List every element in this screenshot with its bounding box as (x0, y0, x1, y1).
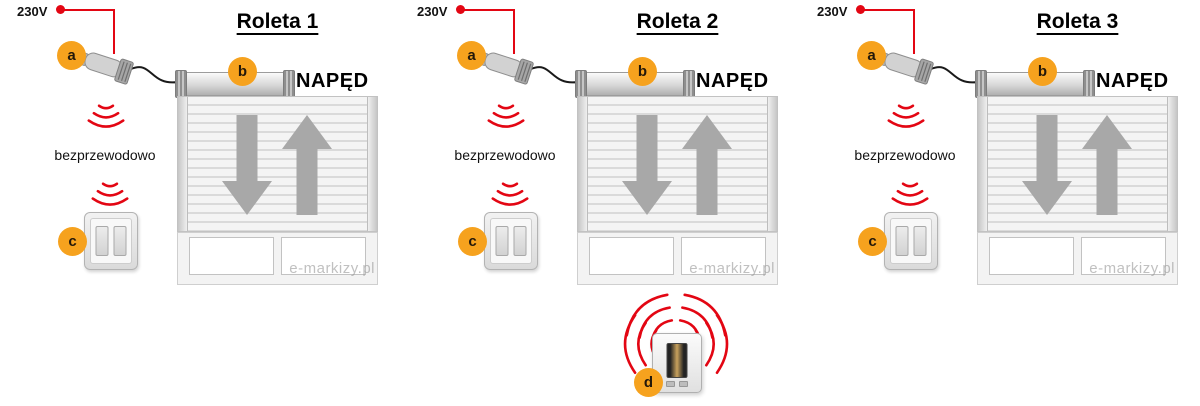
guide-rail-left (978, 97, 988, 231)
guide-rail-left (578, 97, 588, 231)
wireless-signal-down-icon (491, 182, 529, 206)
shutter-curtain (177, 96, 378, 232)
watermark: e-markizy.pl (1089, 260, 1175, 277)
panel-roleta-3: 230V Roleta 3 a bezprzewodowo c (800, 0, 1200, 401)
drive-label: NAPĘD (1096, 70, 1169, 92)
marker-b: b (628, 57, 657, 86)
shutter-curtain (577, 96, 778, 232)
power-wire (860, 9, 915, 54)
switch-key (913, 226, 927, 256)
marker-a: a (457, 41, 486, 70)
voltage-label: 230V (17, 4, 48, 19)
switch-key (513, 226, 527, 256)
wireless-signal-down-icon (487, 104, 525, 128)
marker-d: d (634, 368, 663, 397)
wall-switch-device (884, 212, 938, 270)
wireless-signal-down-icon (891, 182, 929, 206)
wireless-signal-down-icon (87, 104, 125, 128)
wall-switch-device (484, 212, 538, 270)
switch-key (113, 226, 127, 256)
remote-button (679, 381, 688, 387)
guide-rail-right (367, 97, 377, 231)
panel-title: Roleta 1 (236, 10, 319, 33)
roller-shutter-window: NAPĘD b e-markizy.pl (175, 57, 380, 287)
remote-button (666, 381, 675, 387)
tube-bracket-right (283, 70, 295, 98)
power-wiring-graphic (460, 9, 579, 85)
motor-wire (130, 66, 179, 84)
motor-wire (530, 66, 579, 84)
remote-display (666, 343, 688, 378)
remote-buttons (666, 381, 688, 387)
guide-rail-left (178, 97, 188, 231)
voltage-label: 230V (417, 4, 448, 19)
window-pane (189, 237, 274, 275)
marker-c: c (58, 227, 87, 256)
marker-c: c (858, 227, 887, 256)
window-panes (977, 232, 1178, 285)
watermark: e-markizy.pl (689, 260, 775, 277)
window-panes (577, 232, 778, 285)
switch-key (495, 226, 509, 256)
wall-switch-keys (495, 226, 527, 256)
window-pane (681, 237, 766, 275)
switch-key (895, 226, 909, 256)
radio-receiver-device (875, 51, 934, 85)
marker-a: a (857, 41, 886, 70)
arrow-down-icon (1022, 115, 1072, 215)
marker-b: b (228, 57, 257, 86)
marker-a: a (57, 41, 86, 70)
panel-roleta-2: 230V Roleta 2 a bezprzewodowo c (400, 0, 800, 401)
guide-rail-right (767, 97, 777, 231)
roller-shutter-window: NAPĘD b e-markizy.pl (975, 57, 1180, 287)
guide-rail-right (1167, 97, 1177, 231)
wireless-signal-burst-icon (623, 293, 729, 374)
arrow-down-icon (622, 115, 672, 215)
wall-switch-device (84, 212, 138, 270)
tube-bracket-right (1083, 70, 1095, 98)
tube-bracket-left (575, 70, 587, 98)
arrow-up-icon (682, 115, 732, 215)
power-wire (460, 9, 515, 54)
drive-label: NAPĘD (296, 70, 369, 92)
wireless-label: bezprzewodowo (454, 147, 556, 163)
arrow-up-icon (282, 115, 332, 215)
drive-label: NAPĘD (696, 70, 769, 92)
panel-title: Roleta 3 (1036, 10, 1119, 33)
power-wire (60, 9, 115, 54)
wireless-label: bezprzewodowo (854, 147, 956, 163)
roller-shutter-window: NAPĘD b e-markizy.pl (575, 57, 780, 287)
switch-key (95, 226, 109, 256)
window-panes (177, 232, 378, 285)
window-pane (989, 237, 1074, 275)
shutter-curtain (977, 96, 1178, 232)
wireless-signal-down-icon (887, 104, 925, 128)
tube-bracket-right (683, 70, 695, 98)
voltage-label: 230V (817, 4, 848, 19)
wireless-label: bezprzewodowo (54, 147, 156, 163)
panel-roleta-1: 230V Roleta 1 a bezprzewodowo c (0, 0, 400, 401)
window-pane (281, 237, 366, 275)
panel-title: Roleta 2 (636, 10, 719, 33)
window-pane (589, 237, 674, 275)
window-pane (1081, 237, 1166, 275)
power-wiring-graphic (860, 9, 979, 85)
marker-b: b (1028, 57, 1057, 86)
arrow-down-icon (222, 115, 272, 215)
wall-switch-keys (895, 226, 927, 256)
tube-bracket-left (975, 70, 987, 98)
marker-c: c (458, 227, 487, 256)
motor-wire (930, 66, 979, 84)
wall-switch-keys (95, 226, 127, 256)
power-wiring-graphic (60, 9, 179, 85)
wireless-signal-down-icon (91, 182, 129, 206)
watermark: e-markizy.pl (289, 260, 375, 277)
radio-receiver-device (75, 51, 134, 85)
arrow-up-icon (1082, 115, 1132, 215)
tube-bracket-left (175, 70, 187, 98)
